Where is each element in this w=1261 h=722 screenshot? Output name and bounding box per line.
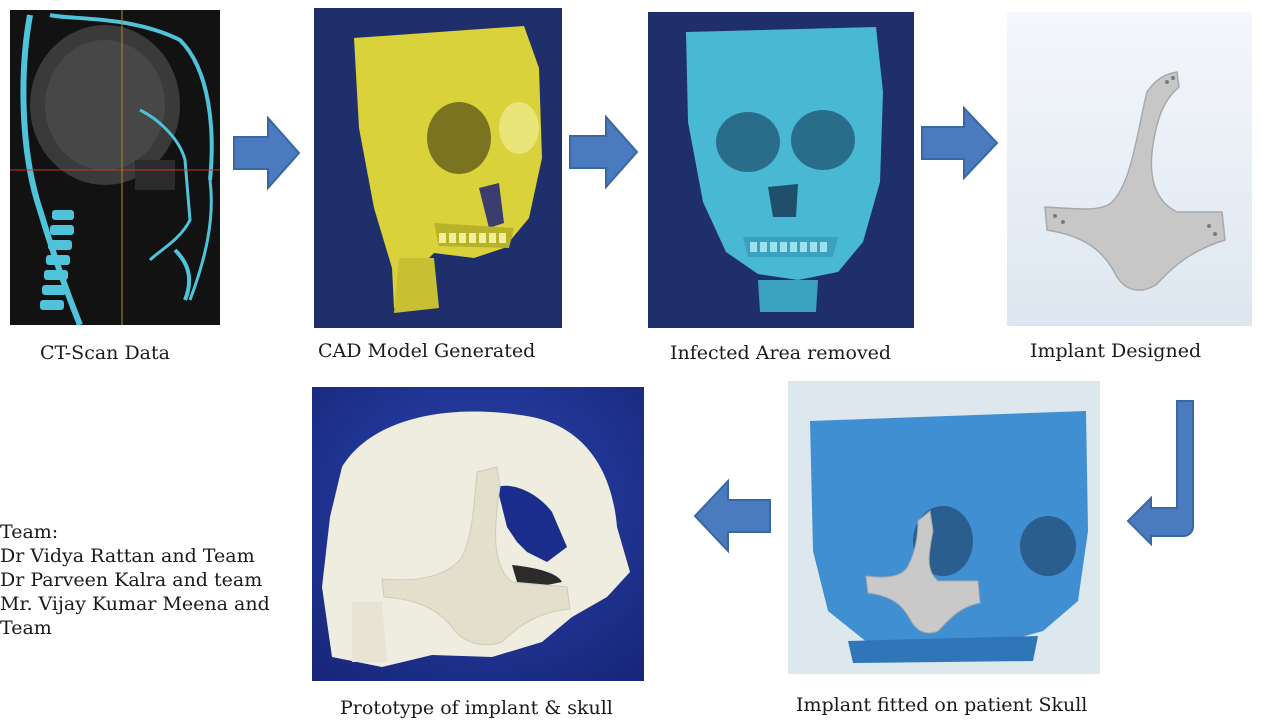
prototype-skull-graphic — [312, 387, 644, 681]
ct-scan-graphic — [10, 10, 220, 325]
right-arrow-icon — [920, 105, 1000, 181]
team-credits: Team: Dr Vidya Rattan and Team Dr Parvee… — [0, 520, 300, 640]
infected-skull-graphic — [648, 12, 914, 328]
team-heading: Team: — [0, 520, 300, 544]
step-caption-ct-scan: CT-Scan Data — [40, 342, 170, 364]
step-caption-implant-fitted: Implant fitted on patient Skull — [796, 694, 1087, 716]
left-arrow-icon — [692, 478, 772, 554]
infected-area-removed-image — [648, 12, 914, 328]
step-caption-prototype: Prototype of implant & skull — [340, 697, 613, 719]
ct-scan-image — [10, 10, 220, 325]
step-caption-cad-model: CAD Model Generated — [318, 340, 535, 362]
cad-skull-graphic — [314, 8, 562, 328]
team-line: Dr Vidya Rattan and Team — [0, 544, 300, 568]
cad-model-image — [314, 8, 562, 328]
team-line: Team — [0, 616, 300, 640]
right-arrow-icon — [568, 114, 640, 190]
prototype-image — [312, 387, 644, 681]
right-arrow-icon — [232, 115, 302, 191]
step-caption-infected-removed: Infected Area removed — [670, 342, 891, 364]
implant-fitted-image — [788, 381, 1100, 674]
step-caption-implant-designed: Implant Designed — [1030, 340, 1201, 362]
implant-graphic — [1007, 12, 1252, 326]
down-left-arrow-icon — [1125, 398, 1197, 546]
fitted-skull-graphic — [788, 381, 1100, 674]
implant-designed-image — [1007, 12, 1252, 326]
team-line: Dr Parveen Kalra and team — [0, 568, 300, 592]
team-line: Mr. Vijay Kumar Meena and — [0, 592, 300, 616]
